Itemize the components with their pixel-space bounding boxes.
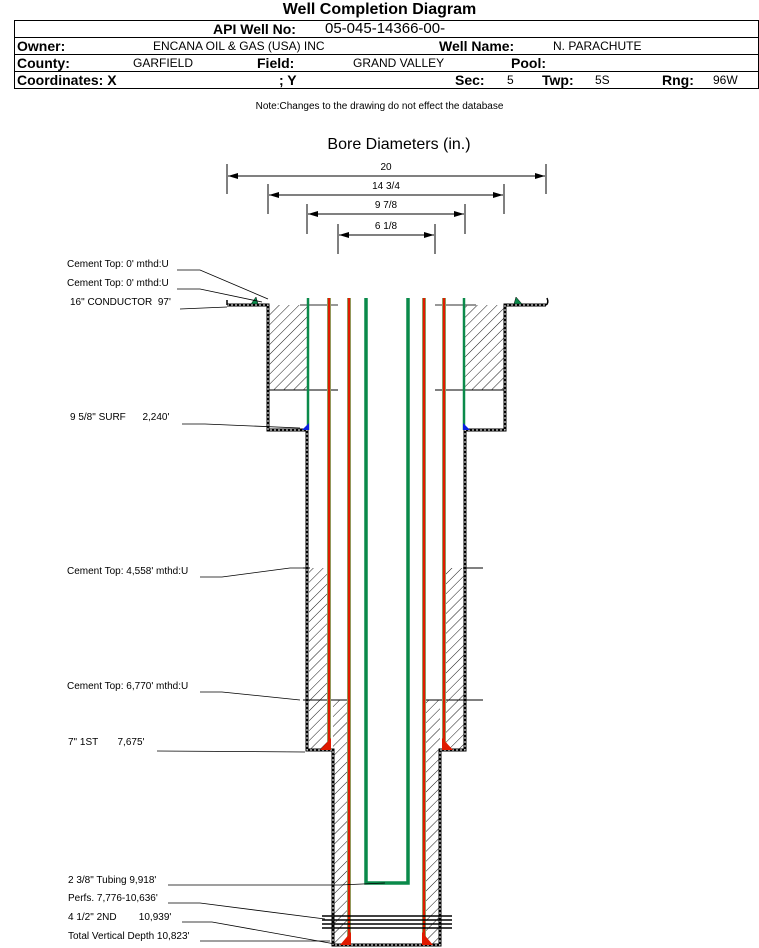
label-cement-top-1: Cement Top: 0' mthd:U (67, 259, 169, 270)
surface-shoe-right (463, 423, 470, 430)
leader-cement-top-1 (177, 269, 269, 300)
leader-cement-top-2 (177, 288, 263, 303)
diagram-title: Well Completion Diagram (282, 1, 477, 18)
note-text: Note:Changes to the drawing do not effec… (255, 101, 504, 112)
field-label: Field: (257, 55, 295, 71)
production-casing (340, 298, 433, 945)
api-value: 05-045-14366-00- (325, 20, 446, 37)
label-perfs: Perfs. 7,776-10,636' (68, 893, 158, 904)
leader-1st (156, 750, 306, 753)
owner-label: Owner: (17, 38, 66, 54)
owner-value: ENCANA OIL & GAS (USA) INC (153, 39, 325, 53)
well-name-value: N. PARACHUTE (553, 39, 642, 53)
pool-label: Pool: (511, 55, 546, 71)
api-label: API Well No: (213, 21, 296, 37)
bore-label-14-3-4: 14 3/4 (372, 181, 400, 192)
county-value: GARFIELD (133, 56, 194, 70)
label-surf: 9 5/8" SURF 2,240' (70, 412, 169, 423)
rng-label: Rng: (662, 72, 694, 88)
leader-cement-top-3 (200, 567, 303, 578)
cement-production-right (424, 700, 440, 945)
perforations (322, 915, 452, 929)
leader-cement-top-4 (200, 691, 301, 701)
bore-label-9-7-8: 9 7/8 (375, 200, 398, 211)
cement-surface-left (268, 305, 308, 390)
leader-tubing (168, 882, 386, 886)
tubing (364, 298, 410, 885)
label-tubing: 2 3/8" Tubing 9,918' (68, 875, 156, 886)
county-label: County: (17, 55, 70, 71)
cement-surface-right (465, 305, 505, 390)
label-1st: 7" 1ST 7,675' (68, 737, 145, 748)
label-cement-top-3: Cement Top: 4,558' mthd:U (67, 566, 188, 577)
coordinates-y-label: ; Y (279, 72, 297, 88)
leader-2nd (182, 921, 336, 945)
label-2nd: 4 1/2" 2ND 10,939' (68, 912, 171, 923)
label-cement-top-2: Cement Top: 0' mthd:U (67, 278, 169, 289)
cement-intermediate-left (309, 568, 328, 750)
header-table: API Well No: 05-045-14366-00- Owner: ENC… (14, 20, 759, 89)
leader-conductor (179, 306, 228, 310)
cement-intermediate-right (445, 568, 464, 750)
intermediate-casing (320, 298, 453, 750)
bore-dim-6-1-8: 6 1/8 (337, 221, 436, 254)
leader-perfs (168, 902, 326, 920)
header-row-owner: Owner: ENCANA OIL & GAS (USA) INC Well N… (15, 38, 758, 55)
bore-dim-9-7-8: 9 7/8 (306, 200, 466, 234)
header-row-coordinates: Coordinates: X ; Y Sec: 5 Twp: 5S Rng: 9… (15, 72, 758, 89)
bore-dim-20: 20 (226, 162, 547, 194)
coordinates-x-label: Coordinates: X (17, 72, 117, 88)
label-tvd: Total Vertical Depth 10,823' (68, 931, 190, 942)
field-value: GRAND VALLEY (353, 56, 445, 70)
cement-production-left (333, 700, 349, 945)
rng-value: 96W (713, 73, 738, 87)
label-cement-top-4: Cement Top: 6,770' mthd:U (67, 681, 188, 692)
twp-label: Twp: (542, 72, 574, 88)
cement-top-marker-right (513, 296, 523, 305)
bore-dim-14-3-4: 14 3/4 (267, 181, 505, 214)
sec-label: Sec: (455, 72, 485, 88)
well-name-label: Well Name: (439, 38, 515, 54)
bore-title: Bore Diameters (in.) (327, 136, 470, 153)
header-row-api: API Well No: 05-045-14366-00- (15, 21, 758, 38)
header-row-county: County: GARFIELD Field: GRAND VALLEY Poo… (15, 55, 758, 72)
bore-label-20: 20 (380, 162, 392, 173)
bore-label-6-1-8: 6 1/8 (375, 221, 398, 232)
borehole-wall (227, 303, 546, 947)
leader-surf (182, 423, 301, 429)
sec-value: 5 (507, 73, 514, 87)
label-conductor: 16" CONDUCTOR 97' (70, 297, 171, 308)
twp-value: 5S (595, 73, 610, 87)
surface-shoe-left (302, 423, 309, 430)
